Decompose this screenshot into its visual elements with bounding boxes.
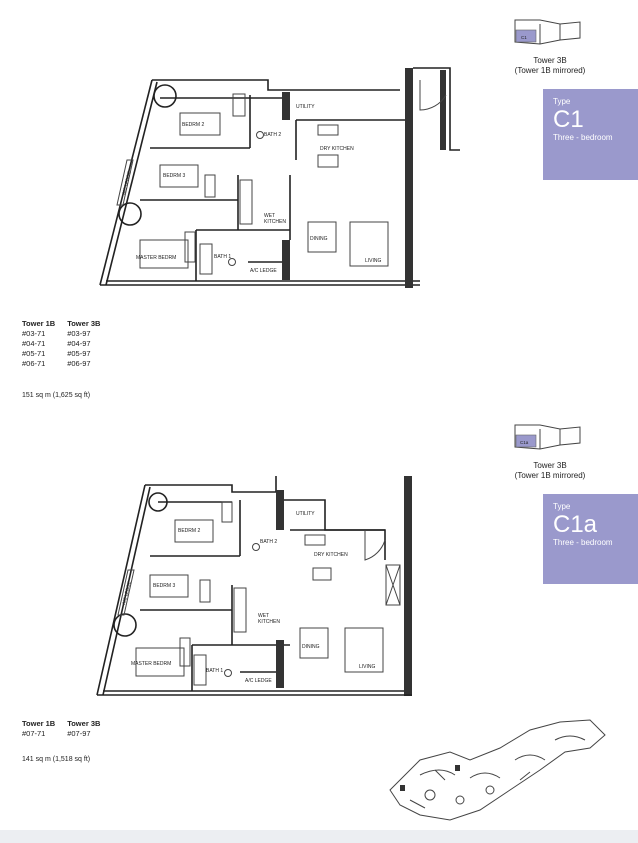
c1-room-master: MASTER BEDRM xyxy=(136,255,176,261)
c1a-type-label: Type xyxy=(553,502,571,511)
c1a-units-header-2: Tower 3B xyxy=(67,719,101,728)
c1-unit: #05-97 xyxy=(67,349,91,358)
c1-room-bedrm2: BEDRM 2 xyxy=(182,122,204,128)
c1-unit: #03-71 xyxy=(22,329,46,338)
c1-key-plan: C1 xyxy=(514,19,581,45)
c1-room-bath2: BATH 2 xyxy=(264,132,281,138)
c1-room-dining: DINING xyxy=(310,236,328,242)
c1-unit: #06-97 xyxy=(67,359,91,368)
c1-units-list: Tower 1B #03-71 #04-71 #05-71 #06-71 Tow… xyxy=(22,319,100,369)
c1a-room-living: LIVING xyxy=(359,664,376,670)
c1a-units-list: Tower 1B #07-71 Tower 3B #07-97 xyxy=(22,719,100,739)
c1-unit: #06-71 xyxy=(22,359,46,368)
c1a-unit: #07-97 xyxy=(67,729,91,738)
floorplan-c1-walls xyxy=(99,67,460,288)
c1-tower-caption-line1: Tower 3B xyxy=(533,56,567,65)
c1a-key-plan: C1a xyxy=(514,424,581,450)
c1-key-label: C1 xyxy=(521,35,527,40)
c1-room-ac-ledge-bottom: A/C LEDGE xyxy=(250,268,277,274)
c1-units-header-2: Tower 3B xyxy=(67,319,101,328)
c1-room-living: LIVING xyxy=(365,258,382,264)
c1a-room-wet-kitchen-2: KITCHEN xyxy=(258,619,280,625)
c1-type-code: C1 xyxy=(553,106,584,133)
c1a-type-desc: Three - bedroom xyxy=(553,538,613,547)
c1a-room-ac-ledge-side: A/C LEDGE xyxy=(121,581,132,606)
c1a-unit: #07-71 xyxy=(22,729,46,738)
c1-units-header-1: Tower 1B xyxy=(22,319,56,328)
site-plan xyxy=(389,719,606,821)
c1-tower-caption-line2: (Tower 1B mirrored) xyxy=(514,66,586,75)
c1a-room-bedrm3: BEDRM 3 xyxy=(153,583,175,589)
c1-tower-caption: Tower 3B (Tower 1B mirrored) xyxy=(500,56,600,76)
c1a-key-label: C1a xyxy=(520,440,529,445)
c1a-room-master: MASTER BEDRM xyxy=(131,661,171,667)
c1-room-wet-kitchen-2: KITCHEN xyxy=(264,219,286,225)
c1a-type-code: C1a xyxy=(553,511,598,538)
c1a-room-bedrm2: BEDRM 2 xyxy=(178,528,200,534)
c1a-room-dry-kitchen: DRY KITCHEN xyxy=(314,552,348,558)
page-bottom-strip xyxy=(0,830,638,843)
c1-type-box: Type C1 Three - bedroom xyxy=(543,89,638,180)
c1a-room-bath2: BATH 2 xyxy=(260,539,277,545)
c1a-room-wet-kitchen-1: WET xyxy=(258,613,269,619)
c1a-room-dining: DINING xyxy=(302,644,320,650)
c1a-tower-caption: Tower 3B (Tower 1B mirrored) xyxy=(500,461,600,481)
c1-unit: #04-97 xyxy=(67,339,91,348)
c1a-units-header-1: Tower 1B xyxy=(22,719,56,728)
c1a-type-box: Type C1a Three - bedroom xyxy=(543,494,638,584)
c1-room-wet-kitchen-1: WET xyxy=(264,213,275,219)
c1a-room-ac-ledge-bottom: A/C LEDGE xyxy=(245,678,272,684)
c1a-room-utility: UTILITY xyxy=(296,511,315,517)
c1-unit: #05-71 xyxy=(22,349,46,358)
c1-unit: #04-71 xyxy=(22,339,46,348)
c1-room-dry-kitchen: DRY KITCHEN xyxy=(320,146,354,152)
c1a-area: 141 sq m (1,518 sq ft) xyxy=(22,756,91,763)
c1-room-bath1: BATH 1 xyxy=(214,254,231,260)
c1a-room-bath1: BATH 1 xyxy=(206,668,223,674)
c1-type-label: Type xyxy=(553,97,571,106)
c1-type-desc: Three - bedroom xyxy=(553,133,613,142)
floorplan-c1a-walls xyxy=(96,476,412,696)
c1a-tower-caption-line2: (Tower 1B mirrored) xyxy=(514,471,586,480)
c1a-tower-caption-line1: Tower 3B xyxy=(533,461,567,470)
c1-room-ac-ledge-side: A/C LEDGE xyxy=(121,171,132,196)
c1-area: 151 sq m (1,625 sq ft) xyxy=(22,392,91,399)
c1-room-bedrm3: BEDRM 3 xyxy=(163,173,185,179)
c1-room-utility: UTILITY xyxy=(296,104,315,110)
c1-unit: #03-97 xyxy=(67,329,91,338)
